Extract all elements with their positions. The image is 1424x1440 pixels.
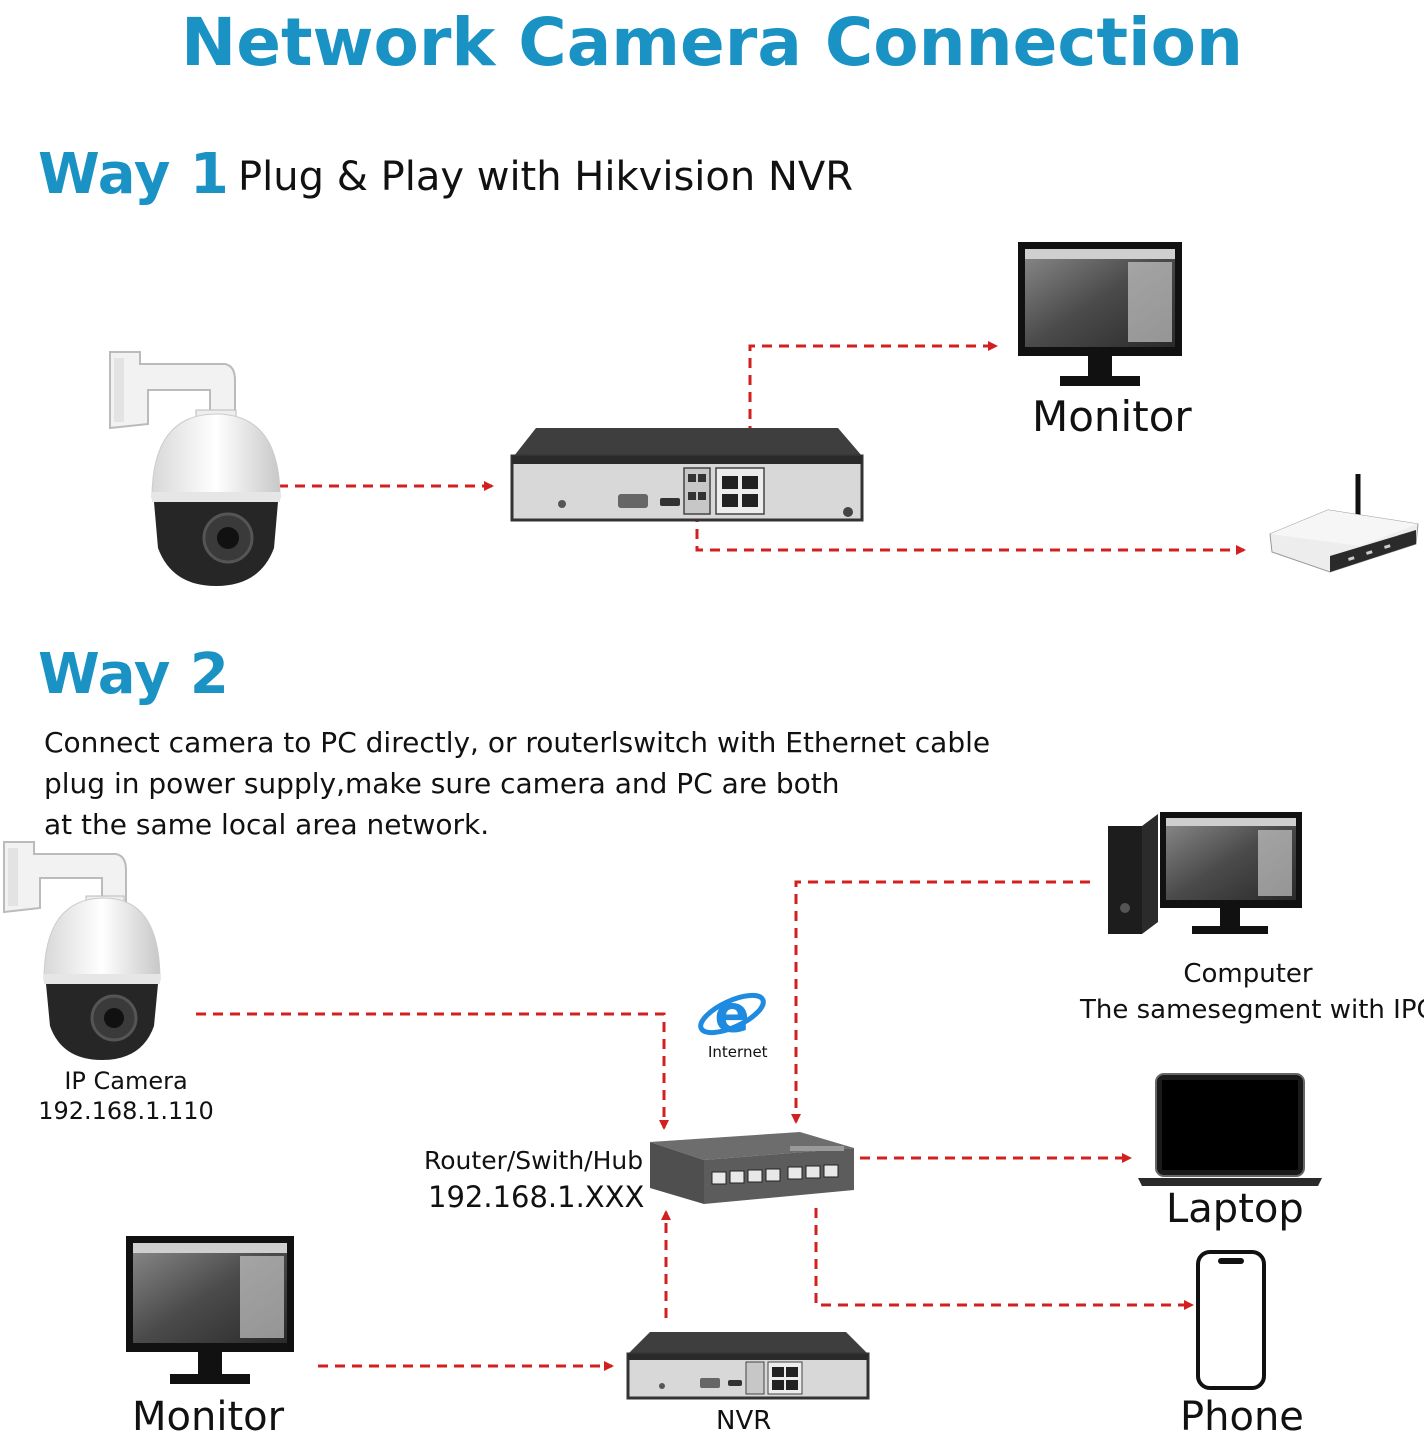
description-line-3: at the same local area network. bbox=[44, 808, 490, 841]
router-label: Router/Swith/Hub bbox=[424, 1146, 644, 1175]
nvr-icon bbox=[510, 428, 864, 522]
network-switch-icon bbox=[650, 1132, 854, 1204]
computer-caption: Computer The samesegment with IPC bbox=[1080, 956, 1424, 1028]
monitor-label: Monitor bbox=[1032, 392, 1192, 441]
way2-heading: Way 2 bbox=[38, 642, 229, 707]
ip-camera-icon bbox=[3, 841, 161, 1060]
computer-label: Computer bbox=[1183, 959, 1313, 989]
phone-label: Phone bbox=[1180, 1394, 1304, 1440]
way2-wires bbox=[196, 880, 1194, 1371]
wire-nvr-to-router bbox=[695, 512, 1246, 555]
description-line-1: Connect camera to PC directly, or router… bbox=[44, 726, 991, 759]
internet-icon: e bbox=[698, 985, 766, 1045]
laptop-icon bbox=[1138, 1073, 1322, 1186]
computer-icon bbox=[1108, 812, 1302, 934]
wire-router-to-phone bbox=[814, 1208, 1194, 1310]
laptop-label: Laptop bbox=[1166, 1186, 1304, 1232]
nvr-label: NVR bbox=[716, 1406, 772, 1436]
way1-subtitle: Plug & Play with Hikvision NVR bbox=[238, 154, 854, 200]
router-ip: 192.168.1.XXX bbox=[428, 1180, 645, 1214]
page-title: Network Camera Connection bbox=[181, 4, 1243, 81]
monitor-2-label: Monitor bbox=[132, 1394, 285, 1440]
monitor-icon bbox=[1018, 242, 1182, 386]
ip-camera-ip: 192.168.1.110 bbox=[38, 1097, 214, 1125]
ptz-camera-icon bbox=[109, 351, 281, 586]
ip-camera-caption: IP Camera 192.168.1.110 bbox=[0, 1066, 252, 1126]
svg-text:e: e bbox=[714, 985, 749, 1045]
router-icon bbox=[1269, 474, 1419, 573]
computer-sub-label: The samesegment with IPC bbox=[1080, 995, 1424, 1025]
monitor-2-icon bbox=[126, 1236, 294, 1384]
phone-icon bbox=[1196, 1250, 1266, 1390]
wire-camera-to-router bbox=[196, 1012, 669, 1130]
description-line-2: plug in power supply,make sure camera an… bbox=[44, 767, 840, 800]
way1-heading: Way 1 bbox=[38, 142, 229, 207]
wire-computer-to-router bbox=[791, 880, 1090, 1124]
ip-camera-label: IP Camera bbox=[64, 1067, 188, 1095]
way2-description: Connect camera to PC directly, or router… bbox=[44, 722, 990, 845]
nvr-2-icon bbox=[626, 1332, 870, 1400]
internet-label: Internet bbox=[708, 1043, 768, 1061]
